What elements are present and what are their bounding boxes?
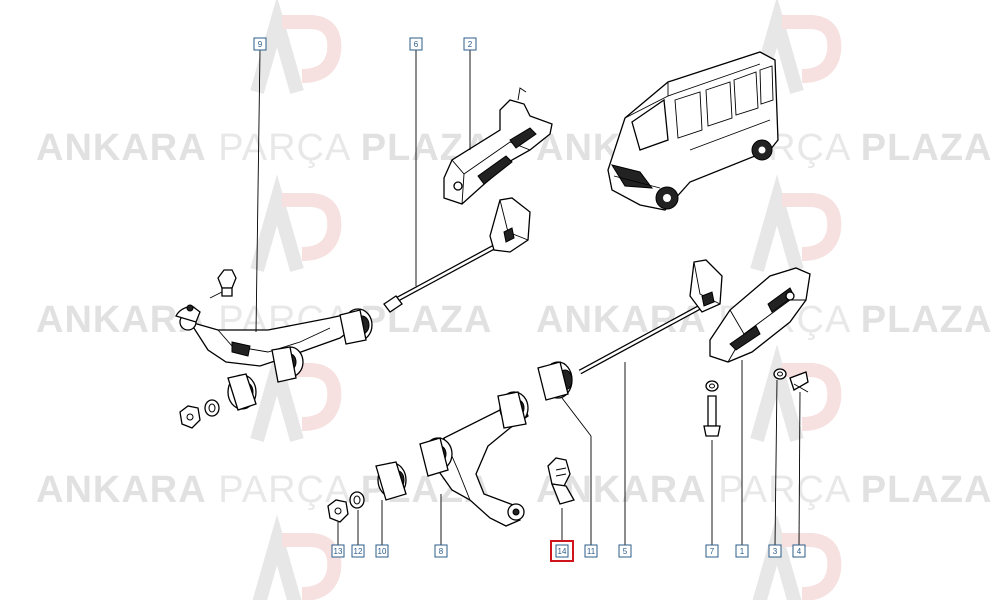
callout-8-label: 8 [439,547,444,556]
ap-logo-watermark [250,174,342,272]
wm-ankara: ANKARA [36,127,207,169]
callout-5-label: 5 [623,547,628,556]
callout-1-label: 1 [740,547,745,556]
callout-10[interactable]: 10 [375,544,389,558]
ap-logo-watermark [252,514,342,600]
wm-plaza: PLAZA [861,469,993,511]
svg-text:ANKARA PARÇA PLAZA: ANKARA PARÇA PLAZA [536,469,992,511]
callout-2-label: 2 [468,40,473,49]
wm-plaza: PLAZA [861,127,993,169]
leader-lines [255,49,801,546]
callout-8[interactable]: 8 [434,544,448,558]
callout-13[interactable]: 13 [331,544,345,558]
part-2-bracket [443,87,553,205]
part-9-upper-wishbone [175,304,373,383]
callout-3[interactable]: 3 [768,544,782,558]
wm-parca: PARÇA [218,127,351,169]
part-11-bushing [537,361,573,401]
callout-12-label: 12 [354,547,363,556]
wm-parca: PARÇA [218,469,351,511]
callout-14-highlight [550,540,574,562]
callout-11-label: 11 [587,547,596,556]
wm-ankara: ANKARA [36,469,207,511]
part-8-lower-wishbone [419,391,529,527]
part-1-bracket [709,267,811,363]
callout-3-label: 3 [773,547,778,556]
callout-14-label: 14 [558,547,567,556]
watermark-logos [250,0,842,600]
ap-logo-watermark [750,174,842,272]
van-illustration [607,51,779,211]
callout-6[interactable]: 6 [409,37,423,51]
ap-logo-watermark [250,344,342,442]
callout-6-label: 6 [414,40,419,49]
callout-4-label: 4 [797,547,802,556]
callout-14-highlighted[interactable]: 14 [550,540,574,562]
callout-13-label: 13 [334,547,343,556]
watermark-text: ANKARA PARÇA PLAZA ANKARA PARÇA PLAZA AN… [36,127,993,511]
right-hardware [703,368,809,437]
svg-text:ANKARA PARÇA PLAZA: ANKARA PARÇA PLAZA [36,127,492,169]
wm-ankara: ANKARA [36,299,207,341]
callout-5[interactable]: 5 [618,544,632,558]
wm-plaza: PLAZA [861,299,993,341]
callout-11[interactable]: 11 [584,544,598,558]
callout-9-label: 9 [258,40,263,49]
ap-logo-watermark [752,514,842,600]
lower-left-hardware [327,461,407,523]
callout-9[interactable]: 9 [253,37,267,51]
upper-left-hardware [179,269,257,429]
callout-7[interactable]: 7 [705,544,719,558]
callout-1[interactable]: 1 [735,544,749,558]
callout-2[interactable]: 2 [463,37,477,51]
part-5-tie-rod [578,259,723,375]
part-14-stud [547,457,575,505]
callout-12[interactable]: 12 [351,544,365,558]
part-6-tie-rod [383,197,531,313]
wm-parca: PARÇA [718,469,851,511]
ap-logo-watermark [250,0,342,94]
wm-plaza: PLAZA [361,299,493,341]
callout-10-label: 10 [378,547,387,556]
callout-4[interactable]: 4 [792,544,806,558]
svg-text:ANKARA PARÇA PLAZA: ANKARA PARÇA PLAZA [36,469,492,511]
callout-7-label: 7 [710,547,715,556]
